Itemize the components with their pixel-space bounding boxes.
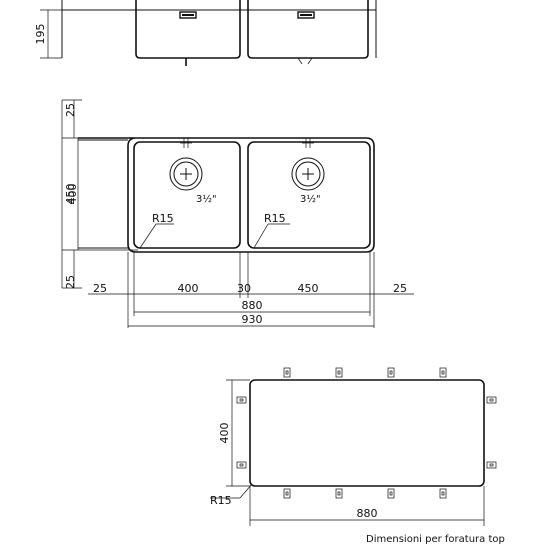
divider-width-label: 30: [237, 282, 251, 295]
cutout-caption: Dimensioni per foratura top: [366, 534, 505, 545]
left-drain: [169, 157, 203, 191]
right-margin-label: 25: [393, 282, 407, 295]
inner-depth-label-visible: 400: [66, 184, 79, 205]
right-bowl: [247, 141, 371, 249]
left-drain-size: 3½": [196, 193, 217, 205]
right-overflow-slot: [297, 11, 315, 19]
inner-total-label: 880: [242, 299, 263, 312]
bottom-margin-label: 25: [64, 275, 77, 289]
cutout-width-label: 880: [357, 507, 378, 520]
right-bowl-front: [247, 0, 369, 59]
right-drain-size: 3½": [300, 193, 321, 205]
left-bowl-front: [135, 0, 241, 59]
right-radius-label: R15: [264, 212, 286, 225]
sink-outer-rim: [78, 137, 375, 253]
front-height-label: 195: [34, 24, 47, 45]
top-margin-label: 25: [64, 103, 77, 117]
overall-total-label: 930: [242, 313, 263, 326]
cutout-outline: [249, 379, 485, 487]
plan-view: 25 450 400 400 25 3½": [61, 99, 414, 328]
left-bowl: [133, 141, 241, 249]
cutout-radius-label: R15: [210, 494, 232, 507]
left-overflow-slot: [179, 11, 197, 19]
overall-depth-label: 450: [64, 184, 77, 205]
front-view: 195: [34, 0, 377, 66]
right-drain: [291, 157, 325, 191]
left-bowl-width-label: 400: [178, 282, 199, 295]
left-radius-label: R15: [152, 212, 174, 225]
cutout-height-label: 400: [218, 423, 231, 444]
cutout-template: 400 880 R15 Dimensioni per foratura top: [210, 367, 505, 545]
left-margin-label: 25: [93, 282, 107, 295]
right-bowl-width-label: 450: [298, 282, 319, 295]
